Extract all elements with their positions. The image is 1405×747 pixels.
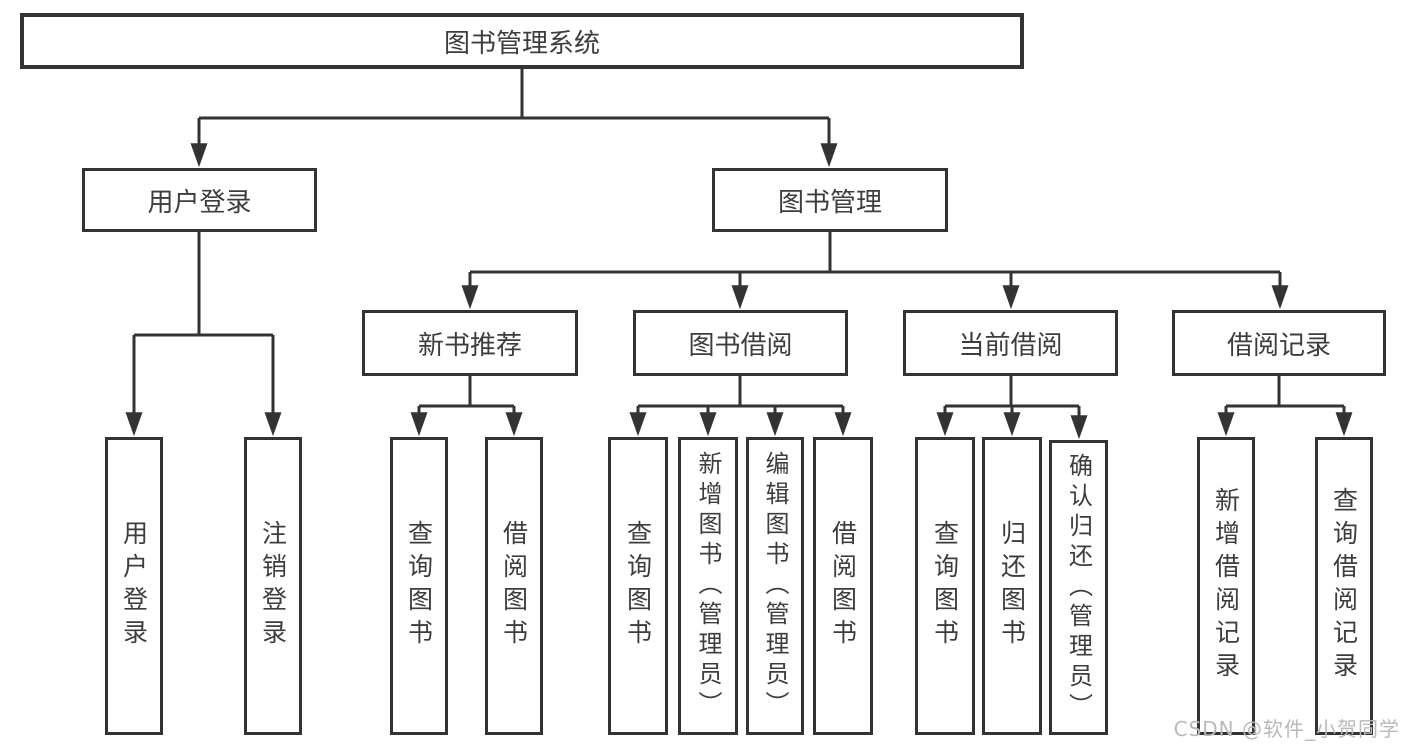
node-book-management: 图书管理 (712, 168, 948, 232)
leaf-borrowing-add-books-label: 新增图书（管理员） (694, 451, 722, 721)
leaf-current-return-books: 归还图书 (982, 437, 1042, 735)
trunk-root-split (199, 69, 829, 120)
node-borrowing-records: 借阅记录 (1172, 310, 1386, 376)
node-book-borrowing-label: 图书借阅 (688, 330, 793, 361)
leaf-borrowing-edit-books: 编辑图书（管理员） (746, 437, 804, 735)
leaf-current-return-books-label: 归还图书 (997, 520, 1027, 652)
trunk-user-login-split (134, 232, 273, 337)
leaf-recommend-borrow-books: 借阅图书 (485, 437, 543, 735)
leaf-current-confirm-return: 确认归还（管理员） (1049, 440, 1108, 735)
leaf-borrowing-add-books: 新增图书（管理员） (678, 437, 738, 735)
leaf-records-add-record-label: 新增借阅记录 (1211, 487, 1241, 685)
node-new-book-recommend: 新书推荐 (362, 310, 578, 376)
trunk-borrowing-split (638, 376, 843, 408)
leaf-user-login: 用户登录 (105, 437, 163, 735)
trunk-records-split (1226, 376, 1344, 408)
leaf-user-login-label: 用户登录 (119, 520, 149, 652)
leaf-recommend-query-books: 查询图书 (390, 437, 448, 735)
node-book-management-label: 图书管理 (777, 187, 882, 218)
leaf-borrowing-query-books: 查询图书 (608, 437, 668, 735)
node-root-system: 图书管理系统 (20, 13, 1024, 69)
leaf-records-query-record-label: 查询借阅记录 (1329, 487, 1359, 685)
leaf-records-query-record: 查询借阅记录 (1315, 437, 1373, 735)
leaf-logout: 注销登录 (244, 437, 302, 735)
leaf-borrowing-borrow-books: 借阅图书 (813, 437, 873, 735)
node-root-system-label: 图书管理系统 (443, 28, 600, 59)
leaf-current-confirm-return-label: 确认归还（管理员） (1064, 452, 1093, 723)
node-new-book-recommend-label: 新书推荐 (417, 330, 522, 361)
leaf-borrowing-edit-books-label: 编辑图书（管理员） (761, 451, 789, 721)
node-user-login: 用户登录 (82, 168, 317, 232)
node-current-borrowing: 当前借阅 (903, 310, 1118, 376)
node-book-borrowing: 图书借阅 (633, 310, 848, 376)
trunk-current-split (945, 376, 1079, 408)
trunk-recommend-split (419, 376, 514, 408)
watermark-text: CSDN @软件_小贺同学 (1173, 717, 1400, 741)
node-borrowing-records-label: 借阅记录 (1226, 330, 1331, 361)
leaf-recommend-query-books-label: 查询图书 (404, 520, 434, 652)
leaf-logout-label: 注销登录 (258, 520, 288, 652)
leaf-borrowing-query-books-label: 查询图书 (623, 520, 653, 652)
leaf-current-query-books: 查询图书 (915, 437, 975, 735)
leaf-recommend-borrow-books-label: 借阅图书 (499, 520, 529, 652)
leaf-records-add-record: 新增借阅记录 (1197, 437, 1255, 735)
leaf-borrowing-borrow-books-label: 借阅图书 (828, 520, 858, 652)
leaf-current-query-books-label: 查询图书 (930, 520, 960, 652)
node-user-login-label: 用户登录 (147, 187, 252, 218)
node-current-borrowing-label: 当前借阅 (958, 330, 1063, 361)
trunk-book-mgmt-split (470, 232, 1280, 274)
